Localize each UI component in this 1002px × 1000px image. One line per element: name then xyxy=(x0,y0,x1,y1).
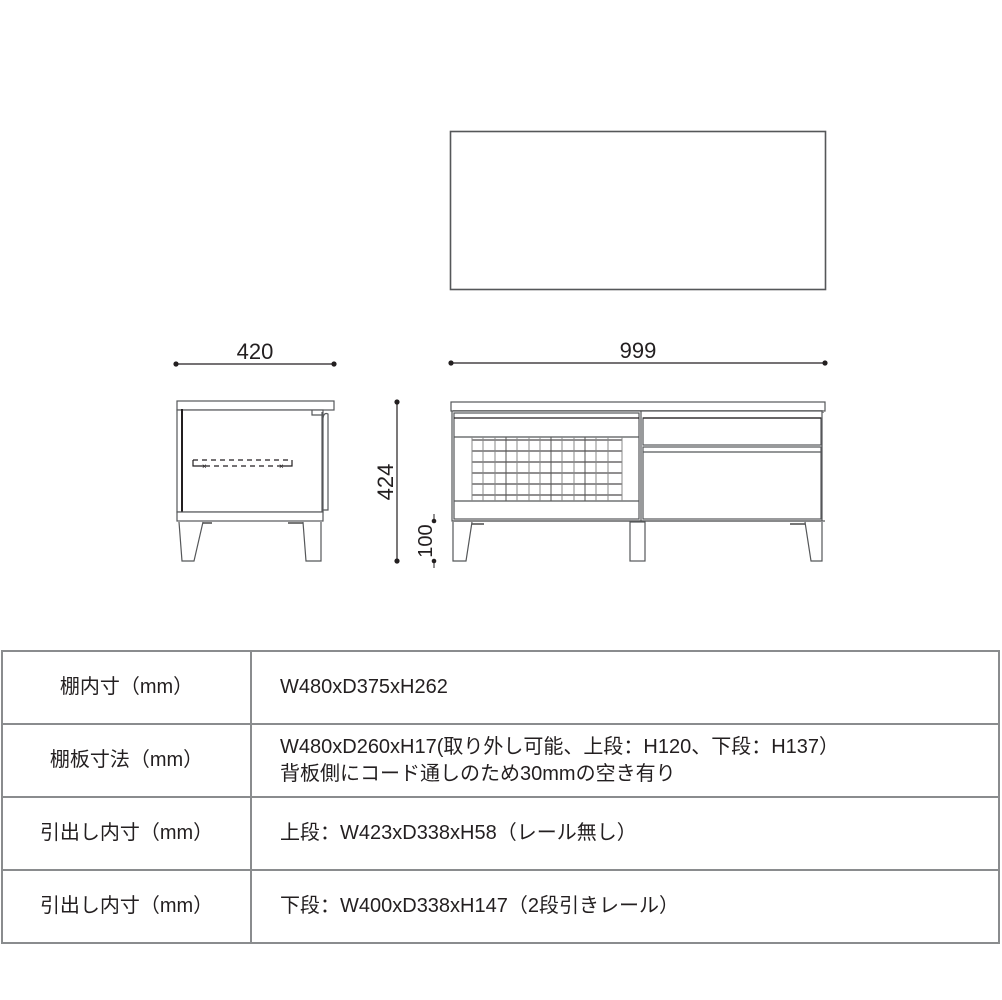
row-label-shelf-board: 棚板寸法（mm） xyxy=(1,723,252,798)
top-view xyxy=(449,130,827,291)
table-row: 棚板寸法（mm） W480xD260xH17(取り外し可能、上段：H120、下段… xyxy=(1,723,1000,798)
row-value-shelf-board: W480xD260xH17(取り外し可能、上段：H120、下段：H137） 背板… xyxy=(250,723,1000,798)
dimension-drawing: 999 420 × × xyxy=(173,130,828,568)
value-line: W480xD375xH262 xyxy=(280,676,448,698)
table-row: 棚内寸（mm） W480xD375xH262 xyxy=(1,650,1000,725)
value-line: 背板側にコード通しのため30mmの空き有り xyxy=(280,762,676,785)
front-view xyxy=(450,401,826,562)
svg-text:×: × xyxy=(202,462,207,471)
depth-dimension-420: 420 xyxy=(173,339,337,367)
value-line: 上段：W423xD338xH58（レール無し） xyxy=(280,822,637,844)
svg-text:×: × xyxy=(279,462,284,471)
row-value-drawer-lower: 下段：W400xD338xH147（2段引きレール） xyxy=(250,869,1000,944)
row-value-drawer-upper: 上段：W423xD338xH58（レール無し） xyxy=(250,796,1000,871)
spec-table: 棚内寸（mm） W480xD375xH262 棚板寸法（mm） W480xD26… xyxy=(1,650,1000,944)
height-dimension-424: 424 xyxy=(373,399,400,564)
row-value-shelf-inner: W480xD375xH262 xyxy=(250,650,1000,725)
side-view: × × xyxy=(176,400,335,562)
leg-height-label-100: 100 xyxy=(415,524,437,557)
value-line: 下段：W400xD338xH147（2段引きレール） xyxy=(280,895,679,917)
depth-label-420: 420 xyxy=(237,339,274,364)
value-line: W480xD260xH17(取り外し可能、上段：H120、下段：H137） xyxy=(280,735,840,758)
leg-height-dimension-100: 100 xyxy=(415,514,437,568)
table-row: 引出し内寸（mm） 下段：W400xD338xH147（2段引きレール） xyxy=(1,869,1000,944)
row-label-shelf-inner: 棚内寸（mm） xyxy=(1,650,252,725)
width-label-999: 999 xyxy=(620,338,657,363)
table-row: 引出し内寸（mm） 上段：W423xD338xH58（レール無し） xyxy=(1,796,1000,871)
row-label-drawer-lower: 引出し内寸（mm） xyxy=(1,869,252,944)
row-label-drawer-upper: 引出し内寸（mm） xyxy=(1,796,252,871)
mesh-panel xyxy=(471,437,623,501)
height-label-424: 424 xyxy=(373,464,398,501)
width-dimension-999: 999 xyxy=(448,338,828,366)
